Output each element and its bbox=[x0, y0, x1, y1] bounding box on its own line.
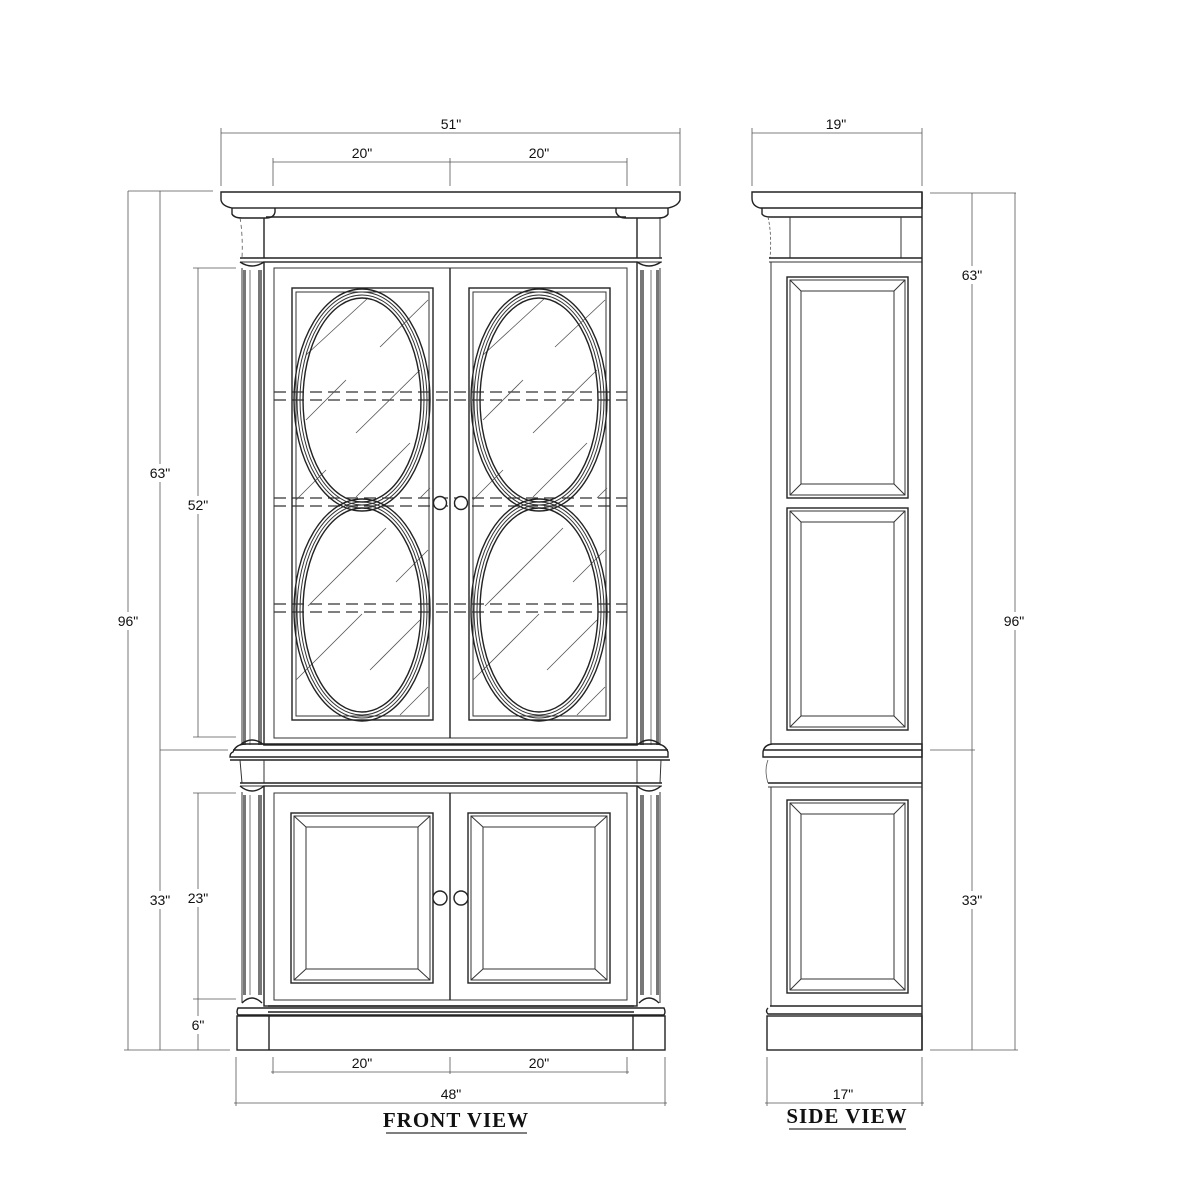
plinth-base bbox=[236, 1005, 666, 1051]
dim-front-lower-height: 33" bbox=[150, 892, 171, 908]
upper-left-column bbox=[239, 261, 265, 746]
side-view-title: SIDE VIEW bbox=[786, 1104, 907, 1128]
lower-right-column bbox=[636, 785, 662, 1004]
dim-side-overall-height: 96" bbox=[1004, 613, 1025, 629]
front-dimensions bbox=[124, 128, 681, 1106]
dim-front-base-width: 48" bbox=[441, 1086, 462, 1102]
front-view bbox=[220, 191, 681, 1051]
upper-left-glass-door bbox=[291, 287, 434, 722]
lower-left-knob-icon bbox=[432, 890, 448, 906]
dim-front-overall-height: 96" bbox=[118, 613, 139, 629]
lower-left-door-panel bbox=[290, 812, 434, 984]
dim-front-bottom-right-door: 20" bbox=[529, 1055, 550, 1071]
upper-right-glass-door bbox=[468, 287, 611, 722]
dimension-labels: 51" 20" 20" 63" 96" 52" 33" 23" 6" 20" 2… bbox=[112, 116, 1030, 1134]
lower-left-column bbox=[239, 785, 265, 1004]
front-view-title: FRONT VIEW bbox=[383, 1108, 529, 1132]
dim-front-top-width: 51" bbox=[441, 116, 462, 132]
upper-right-column bbox=[636, 261, 662, 746]
lower-right-door-panel bbox=[467, 812, 611, 984]
dim-side-base-depth: 17" bbox=[833, 1086, 854, 1102]
dim-front-upper-height: 63" bbox=[150, 465, 171, 481]
dim-side-lower-height: 33" bbox=[962, 892, 983, 908]
upper-shelves bbox=[274, 391, 627, 613]
dim-front-top-right-door: 20" bbox=[529, 145, 550, 161]
dim-front-top-left-door: 20" bbox=[352, 145, 373, 161]
side-upper-panel-top bbox=[786, 276, 909, 499]
upper-right-knob-icon bbox=[453, 495, 469, 511]
dim-front-bottom-left-door: 20" bbox=[352, 1055, 373, 1071]
lower-right-knob-icon bbox=[453, 890, 469, 906]
dim-front-upper-door-height: 52" bbox=[188, 497, 209, 513]
dim-front-base-height: 6" bbox=[192, 1017, 205, 1033]
crown-cornice bbox=[220, 191, 681, 263]
dim-front-lower-door-height: 23" bbox=[188, 890, 209, 906]
waist-molding bbox=[229, 743, 670, 787]
side-lower-panel bbox=[786, 799, 909, 994]
dim-side-upper-height: 63" bbox=[962, 267, 983, 283]
upper-left-knob-icon bbox=[432, 495, 448, 511]
side-view bbox=[751, 191, 923, 1051]
dim-side-top-depth: 19" bbox=[826, 116, 847, 132]
side-upper-panel-bottom bbox=[786, 507, 909, 731]
